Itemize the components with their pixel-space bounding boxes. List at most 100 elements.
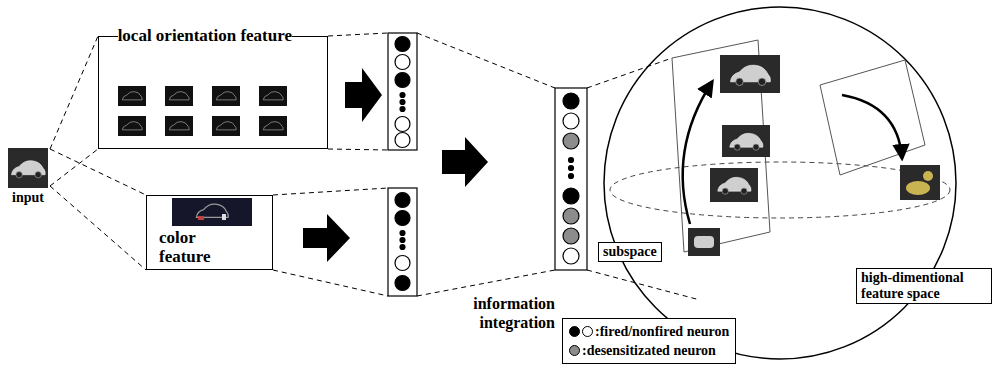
node-text: input bbox=[12, 190, 44, 205]
block-arrow bbox=[345, 68, 382, 122]
orientation-map bbox=[118, 86, 146, 106]
vector-frame bbox=[388, 33, 417, 150]
car-front bbox=[694, 236, 714, 248]
legend-symbol bbox=[569, 326, 580, 337]
fired-neuron bbox=[395, 193, 410, 208]
duck-head bbox=[923, 171, 933, 181]
car-edge-picture bbox=[169, 92, 189, 100]
projection-line bbox=[273, 188, 388, 195]
ellipsis-dot bbox=[569, 174, 574, 179]
fired-neuron bbox=[395, 73, 410, 88]
projection-line bbox=[328, 149, 388, 150]
car-picture bbox=[731, 65, 771, 85]
orientation-map bbox=[165, 116, 193, 136]
orientation-map bbox=[118, 116, 146, 136]
text-holder: input bbox=[6, 188, 50, 207]
node-text: local orientation feature bbox=[118, 26, 292, 45]
fired-neuron bbox=[395, 276, 410, 291]
nonfired-neuron bbox=[395, 55, 410, 70]
fired-neuron bbox=[395, 211, 410, 226]
label-box: high-dimentional feature space bbox=[856, 268, 992, 304]
feature-space-sphere bbox=[604, 7, 956, 359]
nonfired-neuron bbox=[563, 113, 579, 129]
ellipsis-dot bbox=[400, 107, 405, 112]
fired-neuron bbox=[563, 93, 579, 109]
orientation-map bbox=[212, 86, 240, 106]
desensitized-neuron bbox=[563, 208, 579, 224]
color-map bbox=[172, 198, 252, 226]
neuron-vector bbox=[555, 88, 587, 270]
trajectory-arrow bbox=[842, 95, 902, 158]
ellipsis-dot bbox=[400, 245, 405, 250]
subspace-plane bbox=[820, 60, 925, 175]
text-holder: local orientation feature bbox=[117, 26, 292, 45]
text-holder: color feature bbox=[159, 228, 239, 266]
neuron-vector bbox=[388, 33, 417, 150]
projection-line bbox=[417, 270, 555, 296]
trajectory-arrow bbox=[683, 82, 712, 224]
view-image bbox=[720, 55, 780, 93]
projection-lines bbox=[50, 33, 700, 300]
projection-line bbox=[587, 270, 700, 300]
node-text: subspace bbox=[603, 244, 657, 260]
nonfired-neuron bbox=[395, 133, 410, 148]
color-blob bbox=[198, 216, 204, 220]
legend-text: :desensitizated neuron bbox=[582, 342, 716, 359]
car-picture bbox=[730, 133, 763, 150]
legend: :fired/nonfired neuron :desensitizated ne… bbox=[562, 318, 736, 364]
legend-symbol bbox=[582, 326, 593, 337]
projection-line bbox=[328, 33, 388, 36]
input-node: input bbox=[6, 146, 50, 206]
orientation-map bbox=[165, 86, 193, 106]
desensitized-neuron bbox=[563, 228, 579, 244]
ellipsis-dot bbox=[400, 100, 405, 105]
view-image bbox=[688, 228, 720, 256]
ellipsis-dot bbox=[400, 238, 405, 243]
projection-line bbox=[50, 186, 146, 270]
projection-line bbox=[50, 149, 98, 186]
view-image bbox=[710, 168, 758, 202]
nonfired-neuron bbox=[395, 256, 410, 271]
node-text: high-dimentional feature space bbox=[861, 270, 987, 302]
dashed-connector bbox=[50, 36, 98, 149]
car-edge-picture bbox=[216, 122, 236, 130]
feature-panel: local orientation feature bbox=[98, 36, 328, 149]
vector-frame bbox=[388, 188, 417, 296]
block-arrow bbox=[442, 137, 488, 187]
nonfired-neuron bbox=[395, 117, 410, 132]
fired-neuron bbox=[395, 37, 410, 52]
view-image bbox=[900, 165, 940, 200]
car-edge-picture bbox=[122, 92, 142, 100]
projection-line bbox=[417, 33, 555, 88]
ellipsis-dot bbox=[400, 231, 405, 236]
feature-panel: color feature bbox=[146, 195, 273, 270]
car-edge-picture bbox=[263, 122, 283, 130]
view-image bbox=[722, 125, 770, 157]
stage-label: information integration bbox=[473, 295, 555, 331]
nonfired-neuron bbox=[563, 248, 579, 264]
node-text: color feature bbox=[159, 228, 211, 266]
legend-swatch bbox=[569, 345, 580, 356]
ellipsis-dot bbox=[569, 166, 574, 171]
fired-neuron bbox=[563, 188, 579, 204]
ellipsis-dot bbox=[569, 158, 574, 163]
legend-text: :fired/nonfired neuron bbox=[595, 323, 729, 340]
desensitized-neuron bbox=[563, 133, 579, 149]
orientation-map bbox=[212, 116, 240, 136]
color-blob bbox=[222, 214, 226, 220]
car-picture bbox=[718, 177, 751, 194]
car-edge-picture bbox=[216, 92, 236, 100]
neuron-vector bbox=[388, 188, 417, 296]
car-edge-picture bbox=[263, 92, 283, 100]
legend-row: :desensitizated neuron bbox=[569, 341, 729, 360]
car-edge-picture bbox=[169, 122, 189, 130]
label-box: subspace bbox=[598, 242, 662, 262]
input-image bbox=[8, 148, 48, 188]
dashed-connector bbox=[50, 149, 146, 195]
projection-line bbox=[587, 58, 672, 88]
ellipsis-dot bbox=[400, 93, 405, 98]
orientation-map bbox=[259, 86, 287, 106]
car-edge-picture bbox=[122, 122, 142, 130]
duck-body bbox=[906, 181, 930, 195]
